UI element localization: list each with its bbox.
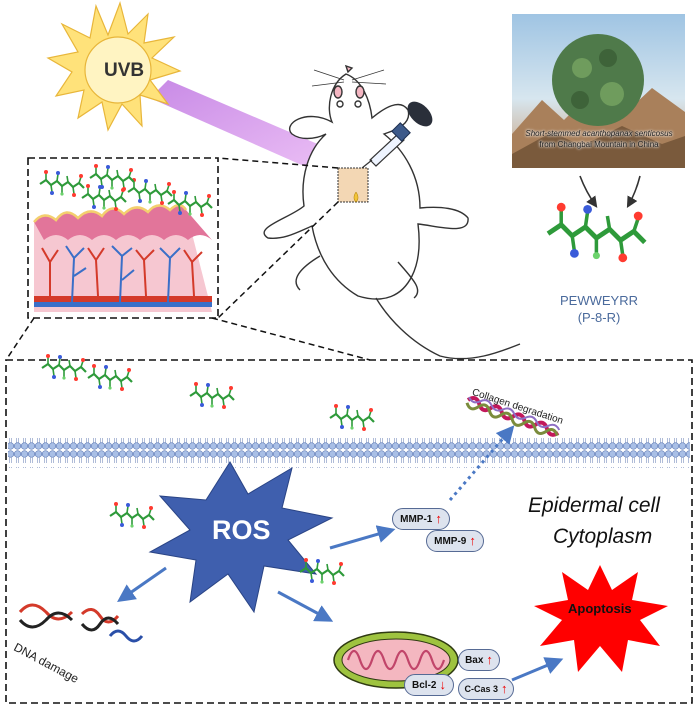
peptide-molecule-icon — [80, 182, 128, 213]
photo-caption-line1: Short-stemmed acanthopanax senticosus — [525, 129, 673, 138]
peptide-name: PEWWEYRR — [560, 293, 638, 308]
peptide-molecule-icon — [40, 352, 88, 383]
cytoplasm-label: Cytoplasm — [553, 525, 653, 548]
ccas3-badge: C-Cas 3 ↑ — [458, 678, 514, 700]
mmp1-label: MMP-1 — [400, 513, 433, 525]
bcl2-badge: Bcl-2 ↓ — [404, 674, 454, 696]
peptide-code: (P-8-R) — [577, 310, 621, 325]
mmp9-label: MMP-9 — [434, 535, 467, 547]
peptide-molecule-icon — [548, 203, 645, 262]
collagen-fiber-icon — [465, 396, 561, 437]
ros-label: ROS — [212, 515, 271, 545]
epidermal-cell-label: Epidermal cell — [528, 494, 660, 517]
dropper-icon — [361, 101, 433, 169]
up-arrow-icon: ↑ — [435, 511, 442, 526]
peptide-molecule-icon — [88, 162, 136, 193]
uvb-label: UVB — [104, 60, 145, 81]
bax-label: Bax — [465, 654, 484, 666]
ros-star — [148, 461, 334, 614]
dna-icon — [18, 603, 144, 643]
mmp1-badge: MMP-1 ↑ — [392, 508, 450, 530]
zoom-line — [217, 157, 339, 169]
apoptosis-label: Apoptosis — [568, 601, 632, 616]
photo-caption: Short-stemmed acanthopanax senticosus fr… — [515, 128, 683, 150]
mouse-icon — [263, 64, 521, 360]
up-arrow-icon: ↑ — [469, 533, 476, 548]
peptide-molecule-icon — [328, 402, 376, 433]
mmp9-badge: MMP-9 ↑ — [426, 530, 484, 552]
bcl2-label: Bcl-2 — [412, 679, 437, 691]
cell-membrane-icon — [8, 438, 690, 468]
bax-badge: Bax ↑ — [458, 649, 500, 671]
peptide-molecule-icon — [38, 168, 86, 199]
apoptosis-star — [534, 565, 668, 672]
skin-cross-section — [33, 203, 212, 312]
skin-inset-frame — [27, 157, 219, 319]
zoom-line — [217, 201, 339, 319]
peptide-molecule-icon — [188, 380, 236, 411]
peptide-molecule-icon — [126, 176, 174, 207]
up-arrow-icon: ↑ — [486, 652, 493, 667]
peptide-molecule-icon — [108, 500, 156, 531]
up-arrow-icon: ↑ — [501, 681, 508, 696]
ccas3-label: C-Cas 3 — [464, 684, 498, 694]
down-arrow-icon: ↓ — [439, 677, 446, 692]
peptide-label: PEWWEYRR (P-8-R) — [534, 292, 664, 326]
cell-panel-frame — [5, 359, 693, 704]
plant-photo — [512, 14, 685, 168]
uv-beam — [150, 80, 355, 182]
skin-patch — [337, 167, 369, 203]
sun-icon — [46, 1, 182, 132]
photo-caption-line2: from Changbai Mountain in China — [539, 140, 659, 149]
peptide-molecule-icon — [86, 362, 134, 393]
